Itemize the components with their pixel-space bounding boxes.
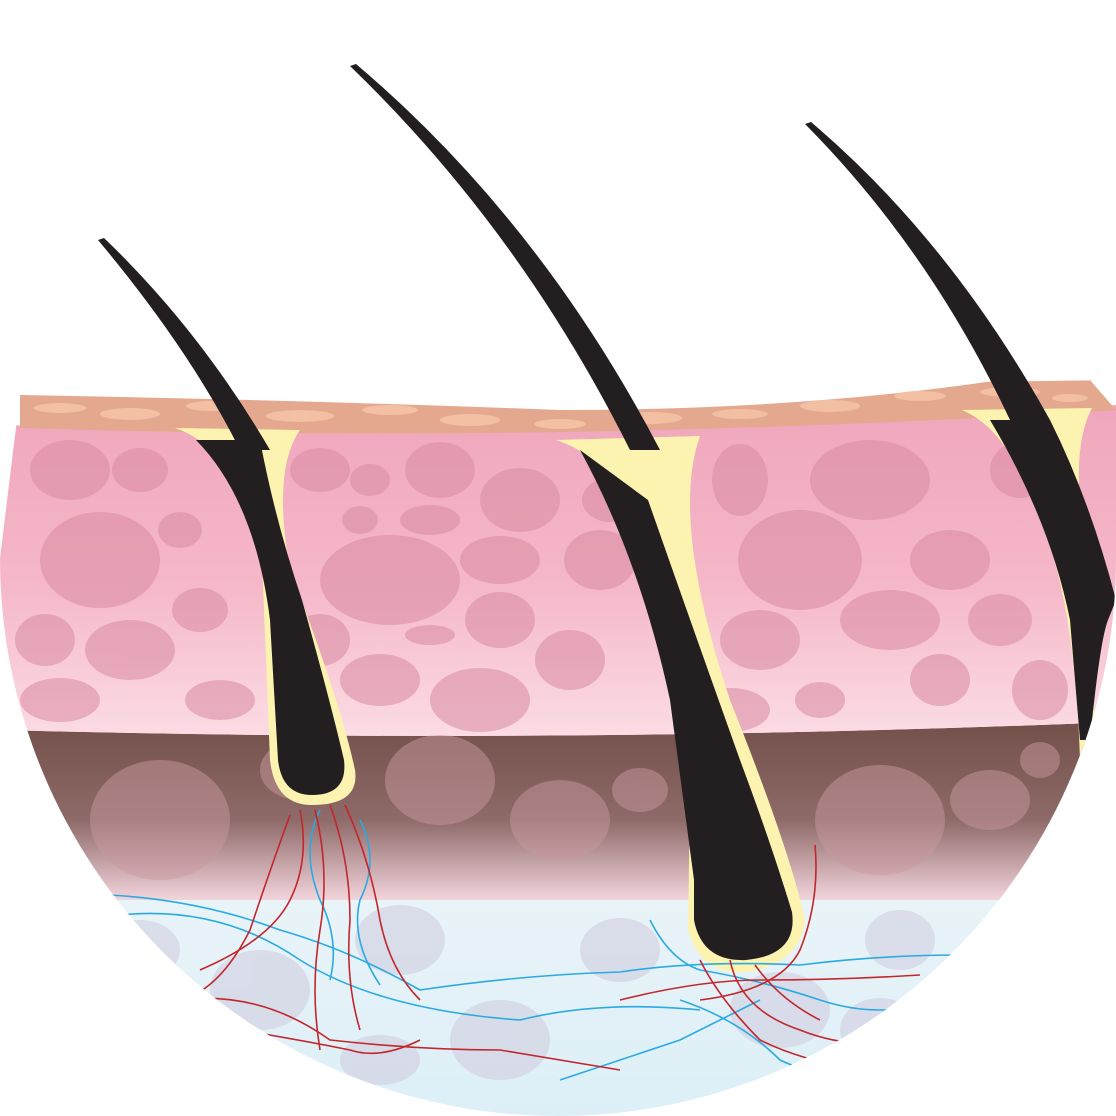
vessels (109, 804, 961, 1081)
hair-roots (196, 420, 1116, 961)
deep-dermis-cells (90, 735, 1060, 880)
hair-shaft-left (98, 238, 270, 450)
hair-root-left (196, 440, 345, 795)
arteries (179, 804, 921, 1071)
dermis-cells (15, 440, 1068, 732)
skin-layers (0, 380, 1116, 1116)
hair-root-right (990, 420, 1116, 740)
hair-shaft-right (805, 122, 1050, 420)
hypodermis-layer (0, 880, 1116, 1116)
hypodermis-cells (100, 905, 935, 1090)
epidermis-texture (34, 387, 1088, 429)
hair-shaft-center (350, 64, 660, 450)
hair-root-center (580, 450, 793, 961)
hair-shafts (98, 64, 1050, 450)
